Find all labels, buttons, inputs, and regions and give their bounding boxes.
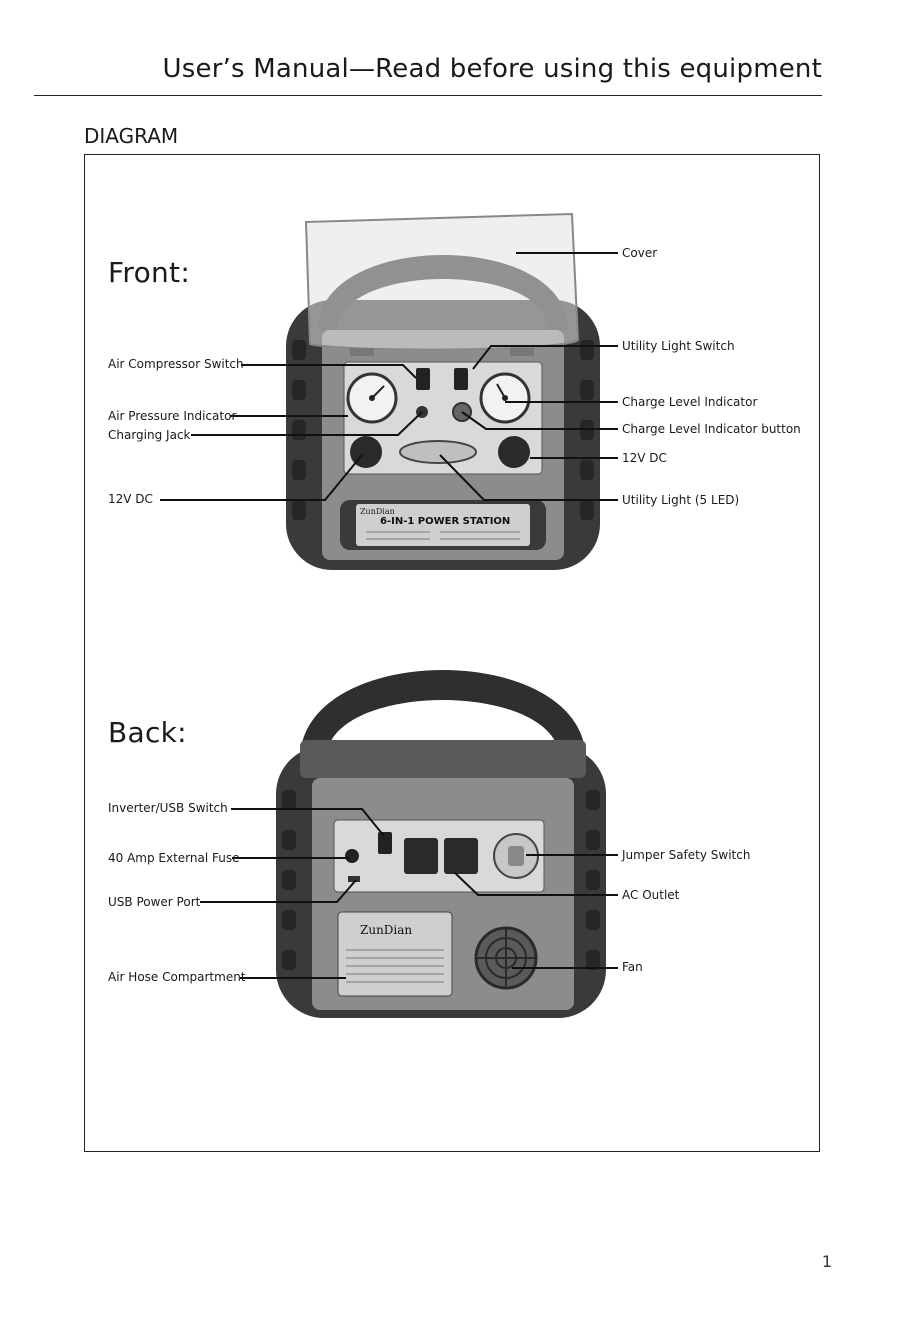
ac-outlet-left-graphic: [404, 838, 438, 874]
page-number: 1: [821, 1252, 832, 1271]
front-label-fine-print: [366, 531, 520, 540]
back-brand-text: ZunDian: [360, 923, 412, 937]
ac-outlet-right-graphic: [444, 838, 478, 874]
label-usb-power-port: USB Power Port: [108, 895, 201, 909]
front-transparent-cover: [304, 212, 580, 351]
label-inverter-usb-switch: Inverter/USB Switch: [108, 801, 228, 815]
air-compressor-switch-graphic: [416, 368, 430, 390]
back-top-tray: [300, 740, 586, 778]
cover-hinge-left: [350, 348, 374, 356]
header-rule: [34, 95, 822, 96]
label-12v-dc-right: 12V DC: [622, 451, 667, 465]
back-unit-illustration: ZunDian: [276, 670, 606, 1018]
label-utility-light: Utility Light (5 LED): [622, 493, 740, 507]
front-view-heading: Front:: [108, 256, 191, 289]
label-charge-level-indicator-button: Charge Level Indicator button: [622, 422, 801, 436]
diagram-frame: [84, 154, 820, 1152]
label-air-hose-compartment: Air Hose Compartment: [108, 970, 246, 984]
label-air-pressure-indicator: Air Pressure Indicator: [108, 409, 237, 423]
label-40-amp-external-fuse: 40 Amp External Fuse: [108, 851, 240, 865]
external-fuse-graphic: [345, 849, 359, 863]
front-leader-lines: [160, 252, 618, 501]
label-charge-level-indicator: Charge Level Indicator: [622, 395, 758, 409]
utility-light-switch-graphic: [454, 368, 468, 390]
label-cover: Cover: [622, 246, 658, 260]
inverter-usb-switch-graphic: [378, 832, 392, 854]
utility-light-graphic: [399, 440, 477, 464]
section-title: DIAGRAM: [84, 124, 179, 148]
air-hose-compartment-graphic: [337, 911, 453, 997]
label-charging-jack: Charging Jack: [108, 428, 191, 442]
label-fan: Fan: [622, 960, 643, 974]
label-utility-light-switch: Utility Light Switch: [622, 339, 735, 353]
cover-hinge-right: [510, 348, 534, 356]
label-air-compressor-switch: Air Compressor Switch: [108, 357, 244, 371]
back-carry-handle: [300, 670, 586, 760]
label-ac-outlet: AC Outlet: [622, 888, 680, 902]
front-product-name: 6-IN-1 POWER STATION: [380, 516, 510, 527]
dc-socket-right-graphic: [498, 436, 530, 468]
label-jumper-safety-switch: Jumper Safety Switch: [622, 848, 751, 862]
manual-header-title: User’s Manual—Read before using this equ…: [162, 54, 822, 84]
usb-port-graphic: [348, 876, 360, 882]
back-leader-lines: [200, 808, 618, 979]
front-label-sticker: [356, 504, 530, 546]
label-12v-dc-left: 12V DC: [108, 492, 153, 506]
front-brand-text: ZunDian: [360, 507, 395, 516]
back-tread-marks: [282, 790, 600, 970]
back-view-heading: Back:: [108, 716, 187, 749]
front-unit-illustration: ZunDian 6-IN-1 POWER STATION: [286, 212, 600, 570]
back-label-fine-print: [346, 949, 444, 983]
